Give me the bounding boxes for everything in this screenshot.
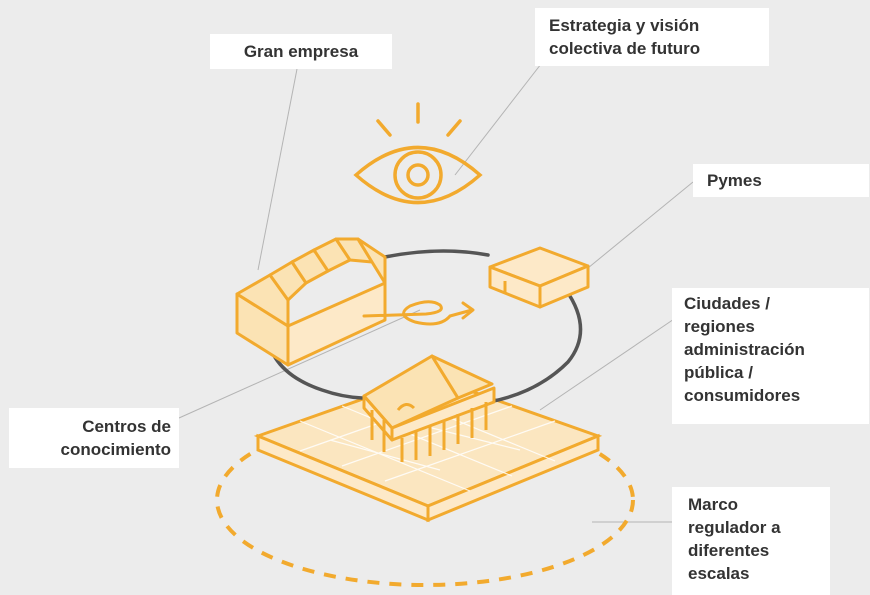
central-flow-arrow-icon [362, 300, 475, 326]
label-pymes: Pymes [693, 164, 869, 197]
label-ciudades-line-5: consumidores [684, 386, 801, 405]
label-ciudades-line-2: regiones [684, 317, 755, 336]
label-centros-line-1: Centros de [82, 417, 171, 436]
city-map-platform-icon [253, 374, 603, 523]
leader-estrategia [454, 54, 549, 176]
regulatory-framework-dashed-ellipse [215, 413, 635, 587]
leader-ciudades [539, 314, 681, 411]
label-ciudades-line-3: administración [684, 340, 805, 359]
label-ciudades: Ciudades / regiones administración públi… [672, 288, 869, 424]
eye-icon [353, 102, 483, 205]
small-business-icon [488, 246, 590, 309]
leader-gran-empresa [257, 68, 298, 271]
label-marco-line-4: escalas [688, 564, 750, 583]
label-marco-line-2: regulador a [688, 518, 781, 537]
label-gran-empresa-text: Gran empresa [243, 42, 359, 61]
label-ciudades-line-4: pública / [684, 363, 753, 382]
label-marco-line-1: Marco [688, 495, 739, 514]
knowledge-center-building-icon [362, 354, 496, 462]
label-pymes-text: Pymes [707, 171, 762, 190]
label-ciudades-line-1: Ciudades / [684, 294, 770, 313]
label-gran-empresa: Gran empresa [210, 34, 392, 69]
factory-icon [235, 237, 387, 367]
label-marco-line-3: diferentes [688, 541, 770, 560]
label-centros: Centros de conocimiento [9, 408, 179, 468]
leader-centros [178, 309, 421, 419]
leader-lines [178, 54, 694, 523]
label-estrategia: Estrategia y visión colectiva de futuro [535, 8, 769, 66]
label-marco: Marco regulador a diferentes escalas [672, 487, 830, 595]
label-estrategia-line-2: colectiva de futuro [549, 39, 701, 58]
label-centros-line-2: conocimiento [60, 440, 171, 459]
leader-pymes [587, 181, 694, 269]
label-estrategia-line-1: Estrategia y visión [549, 16, 700, 35]
